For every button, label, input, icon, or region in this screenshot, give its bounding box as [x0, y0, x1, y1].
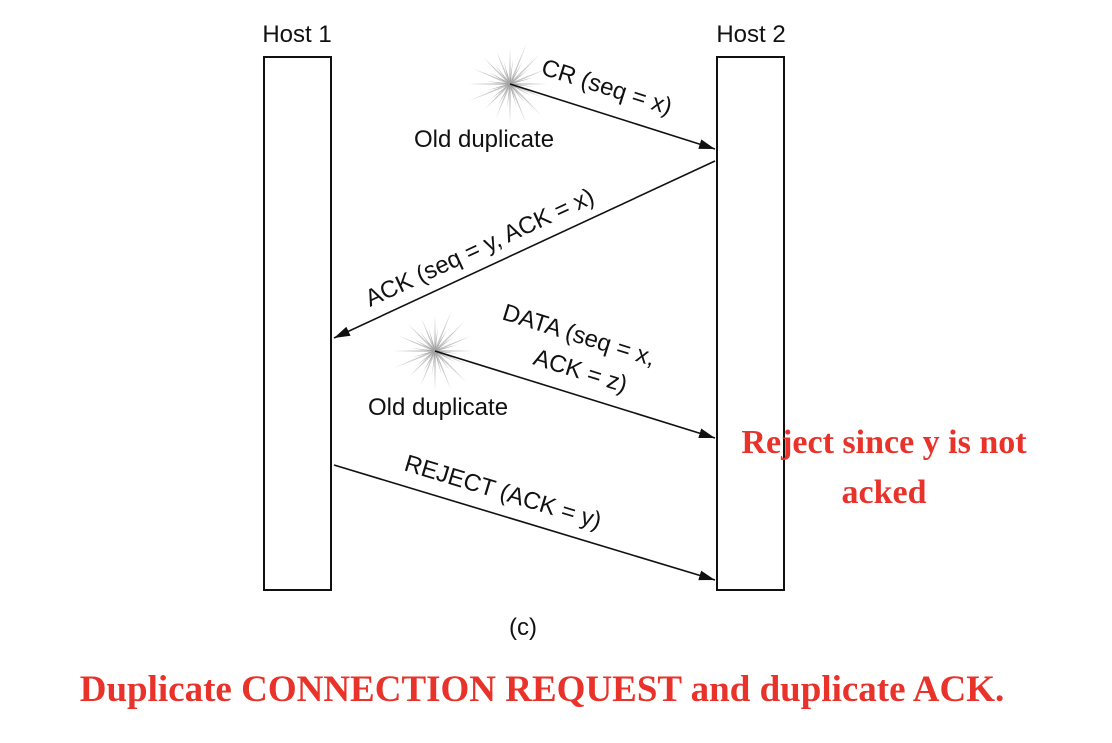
cr-arrow	[509, 83, 716, 150]
cr-message-label: CR (seq = x)	[538, 54, 675, 121]
old-duplicate-label-2: Old duplicate	[368, 394, 508, 421]
reject-arrow	[333, 464, 716, 581]
old-duplicate-burst-2	[393, 310, 473, 391]
old-duplicate-burst-1	[468, 43, 548, 124]
reject-note-line-1: Reject since y is not	[741, 424, 1027, 461]
reject-message-label: REJECT (ACK = y)	[401, 450, 604, 535]
host-2-timeline	[716, 56, 785, 591]
reject-note-line-2: acked	[842, 474, 927, 511]
ack-message-label: ACK (seq = y, ACK = x)	[361, 183, 598, 312]
data-arrow	[434, 350, 716, 439]
ack-arrow	[333, 160, 716, 339]
subfigure-label: (c)	[509, 614, 537, 641]
figure-caption: Duplicate CONNECTION REQUEST and duplica…	[80, 669, 1004, 710]
host-1-timeline	[263, 56, 332, 591]
old-duplicate-label-1: Old duplicate	[414, 126, 554, 153]
host-1-label: Host 1	[262, 21, 331, 48]
host-2-label: Host 2	[716, 21, 785, 48]
